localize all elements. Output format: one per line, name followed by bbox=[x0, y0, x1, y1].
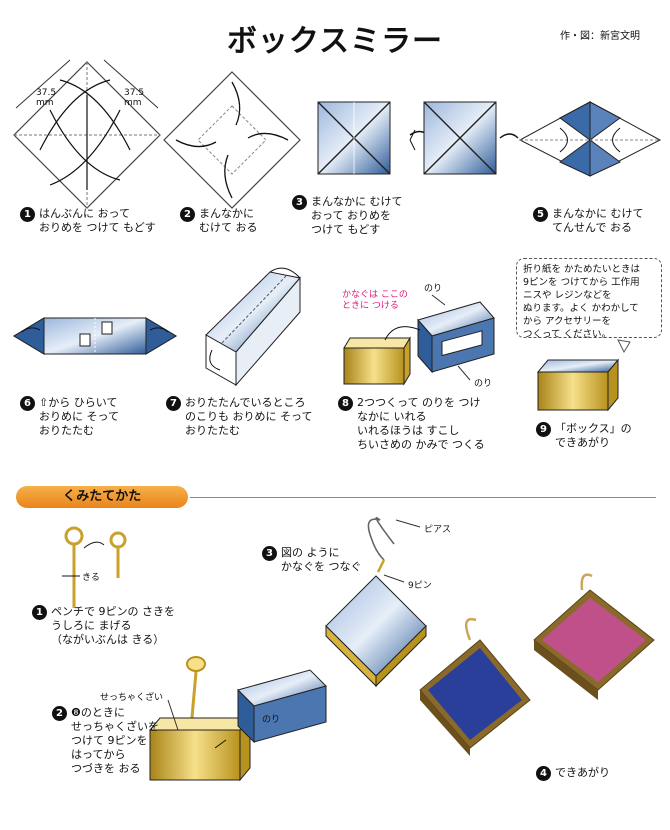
glue-label-bottom: のり bbox=[474, 379, 493, 389]
cut-label: きる bbox=[82, 573, 100, 583]
section-banner: くみたてかた bbox=[16, 486, 188, 508]
adhesive-label: せっちゃくざい bbox=[100, 693, 164, 703]
ninepin-label: 9ピン bbox=[408, 581, 432, 591]
section-divider bbox=[190, 497, 656, 498]
glue-label-assembly: のり bbox=[262, 715, 281, 725]
step-6-caption: 6⇧から ひらいて おりめに そって おりたたむ bbox=[20, 396, 119, 438]
piercing-label: ピアス bbox=[424, 525, 452, 535]
tip-note: 折り紙を かためたいときは 9ピンを つけてから 工作用 ニスや レジンなどを … bbox=[516, 258, 662, 340]
step8-note: かなぐは ここの ときに つける bbox=[342, 290, 408, 311]
credit: 作・図：新宮文明 bbox=[560, 31, 640, 42]
step-9-caption: 9「ボックス」の できあがり bbox=[536, 422, 632, 450]
glue-label-top: のり bbox=[424, 284, 443, 294]
page-title: ボックスミラー bbox=[226, 24, 444, 59]
